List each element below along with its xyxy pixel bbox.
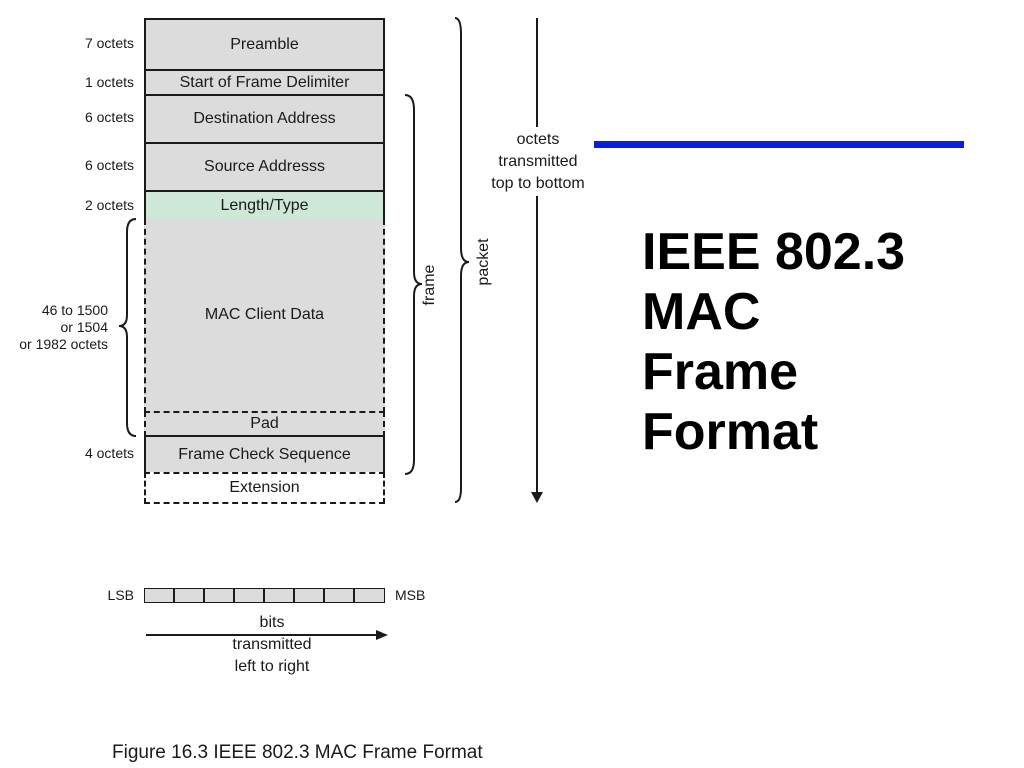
octet-order-arrowhead bbox=[531, 492, 543, 503]
octet-label-sfd: 1 octets bbox=[84, 74, 134, 90]
octet-label-mac-line2: or 1504 bbox=[60, 319, 108, 335]
title-line2: MAC bbox=[642, 283, 761, 341]
accent-bar bbox=[594, 141, 964, 148]
field-ext-label: Extension bbox=[229, 479, 300, 496]
field-extension: Extension bbox=[144, 472, 385, 504]
bit-note-line2: transmitted bbox=[232, 636, 312, 653]
bit-cell bbox=[324, 588, 354, 603]
packet-brace bbox=[454, 17, 470, 503]
bit-note-line3: left to right bbox=[234, 658, 310, 675]
bit-cell bbox=[204, 588, 234, 603]
lsb-label: LSB bbox=[107, 587, 134, 603]
slide-title: IEEE 802.3 MAC Frame Format bbox=[642, 222, 905, 462]
octet-label-mac-line1: 46 to 1500 bbox=[41, 302, 108, 318]
frame-brace bbox=[404, 94, 423, 475]
field-frame-check-sequence: Frame Check Sequence bbox=[144, 435, 385, 474]
octet-label-mac-line3: or 1982 octets bbox=[19, 336, 108, 352]
field-preamble: Preamble bbox=[144, 18, 385, 71]
title-line3: Frame bbox=[642, 343, 799, 401]
field-pad-label: Pad bbox=[250, 415, 279, 432]
field-dest-label: Destination Address bbox=[193, 110, 336, 127]
frame-label: frame bbox=[421, 264, 438, 306]
bit-note-line1: bits bbox=[259, 614, 285, 631]
order-note-line3: top to bottom bbox=[491, 175, 585, 192]
title-line1: IEEE 802.3 bbox=[642, 223, 906, 281]
order-note-line2: transmitted bbox=[498, 153, 578, 170]
field-lentype-label: Length/Type bbox=[220, 196, 309, 214]
octet-label-src: 6 octets bbox=[84, 157, 134, 173]
order-note-line1: octets bbox=[516, 131, 560, 148]
field-length-type: Length/Type bbox=[144, 190, 385, 221]
packet-label: packet bbox=[475, 238, 492, 286]
figure-caption: Figure 16.3 IEEE 802.3 MAC Frame Format bbox=[112, 742, 483, 763]
field-destination-address: Destination Address bbox=[144, 94, 385, 144]
msb-label: MSB bbox=[395, 587, 426, 603]
bit-cell bbox=[234, 588, 264, 603]
bit-cell bbox=[294, 588, 324, 603]
field-src-label: Source Addresss bbox=[204, 158, 325, 175]
title-line4: Format bbox=[642, 403, 819, 461]
bit-order-arrowhead bbox=[376, 630, 388, 640]
octet-label-fcs: 4 octets bbox=[84, 445, 134, 461]
bit-cell bbox=[264, 588, 294, 603]
field-sfd-label: Start of Frame Delimiter bbox=[179, 73, 350, 91]
bit-cell bbox=[174, 588, 204, 603]
octet-label-dest: 6 octets bbox=[84, 109, 134, 125]
field-fcs-label: Frame Check Sequence bbox=[178, 445, 351, 463]
bit-cell bbox=[354, 588, 385, 603]
octet-label-lentype: 2 octets bbox=[84, 197, 134, 213]
octet-label-preamble: 7 octets bbox=[84, 35, 134, 51]
mac-data-brace bbox=[118, 218, 137, 437]
field-preamble-label: Preamble bbox=[230, 35, 299, 53]
bit-cell bbox=[144, 588, 174, 603]
field-mac-label: MAC Client Data bbox=[204, 306, 325, 323]
